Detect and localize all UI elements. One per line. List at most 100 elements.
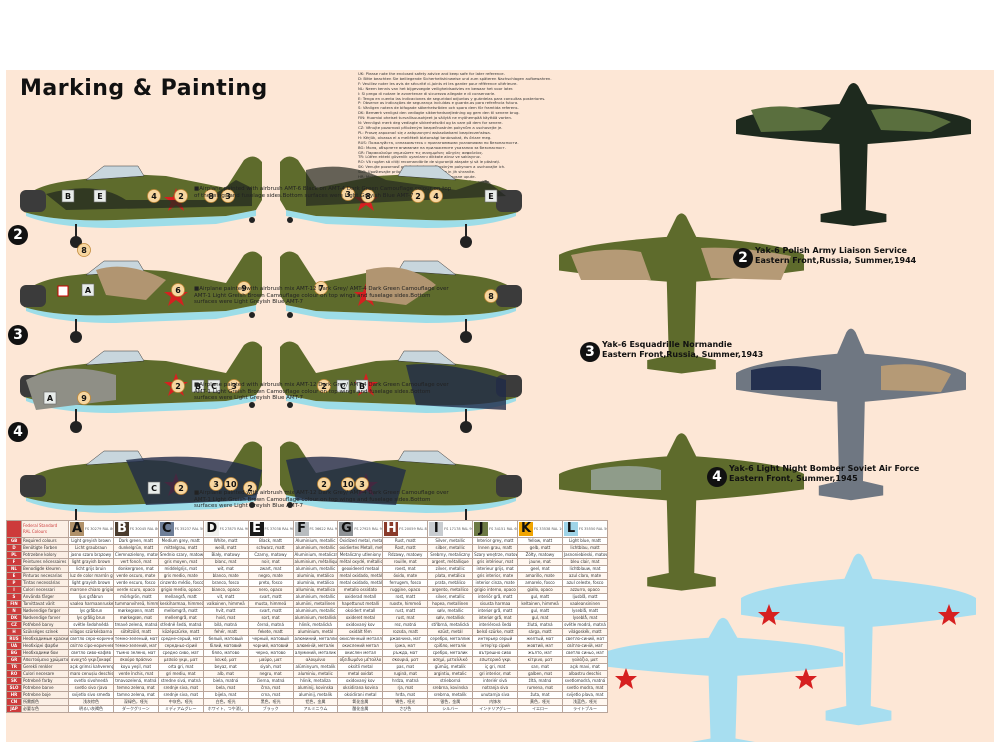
callout-marker (484, 289, 498, 303)
colour-code-tag: FS 30045 RAL 8019 (129, 527, 158, 531)
colour-name-cell: Aluminium, metaliczny (292, 551, 339, 559)
colour-name-cell: geel, mat (517, 565, 563, 573)
colour-letter: A (70, 521, 84, 536)
colour-code-tag: FS 37038 RAL 9005 (264, 527, 293, 531)
colour-name-cell: gul, mat (517, 614, 563, 622)
colour-name-cell: вътрешно сиво (472, 649, 519, 657)
language-code: PL (6, 551, 22, 559)
colour-name-cell: mörkgrön, matt (112, 593, 159, 601)
colour-column-f: FFS 36622 RAL 9006 (292, 520, 339, 538)
colour-name-cell: Dark green, matt (112, 537, 159, 545)
profile-caption-3: ■Airplane painted with airbrush mix AMT-… (194, 382, 449, 401)
colour-name-cell: hopea, metallinen (427, 600, 474, 608)
colour-name-cell: fehér, matt (202, 628, 249, 636)
colour-name-cell: シルバー (427, 705, 474, 713)
callout-marker (147, 481, 161, 495)
colour-name-cell: 黄色，哑光 (517, 698, 563, 706)
row-label: Необходими бои (21, 649, 69, 657)
callout-label: C (211, 382, 217, 391)
colour-name-cell: mørkegrønn, matt (112, 607, 159, 615)
colour-name-cell: preto, fosco (247, 579, 294, 587)
colour-name-cell: 铝色，金属 (292, 698, 339, 706)
colour-name-cell: luz de color marrón grisáceo (68, 572, 114, 580)
colour-name-cell: インテリアグレー (472, 705, 519, 713)
colour-name-cell: srebrna, metalik (427, 691, 474, 699)
row-label: Pinturas necesarias (21, 572, 69, 580)
colour-name-cell: oksidert metall (337, 607, 384, 615)
plan-3-normandie (736, 328, 966, 501)
callout-marker (61, 189, 75, 203)
note-line: TR: Lütfen ekteki güvenlik uyarılarını d… (358, 155, 481, 160)
colour-name-cell: черный, матовый (247, 635, 294, 643)
colour-name-cell: bijela, mat (202, 691, 249, 699)
callout-marker (209, 477, 223, 491)
colour-name-cell: 黑色，哑光 (247, 698, 294, 706)
plan-number-3: 3 (580, 342, 600, 362)
colour-name-cell: černá, matná (247, 621, 294, 629)
colour-name-cell: イエロー (517, 705, 563, 713)
colour-name-cell: Aluminium, metallic (292, 537, 339, 545)
row-label: Benötigte Farben (21, 544, 69, 552)
row-label: Необходимые краски (21, 635, 69, 643)
callout-marker (314, 281, 328, 295)
colour-name-cell: hvid, mat (202, 614, 249, 622)
plan-4-green (559, 433, 804, 591)
colour-name-cell: срібло, металік (427, 642, 474, 650)
colour-name-cell: negro, mate (247, 572, 294, 580)
colour-name-cell: jaune, mat (517, 558, 563, 566)
colour-name-cell: stredne sivá, matná (157, 677, 204, 685)
colour-code-tag: FS 35237 RAL 5014 (174, 527, 203, 531)
colour-name-cell: ホワイト、つや消し (202, 705, 249, 713)
colour-name-cell: interieur grijs, mat (472, 565, 519, 573)
language-code: SLO (6, 684, 22, 692)
colour-name-cell: vit, matt (202, 593, 249, 601)
colour-name-cell: 锈色，哑光 (382, 698, 429, 706)
colour-name-cell: oxidovaný kov (337, 621, 384, 629)
row-label: Potrebné farby (21, 677, 69, 685)
colour-name-cell: aluminij, kovinska (292, 684, 339, 692)
colour-name-cell: cinzento médio, fosco (157, 579, 204, 587)
colour-name-cell: 深绿色，哑光 (112, 698, 159, 706)
colour-name-cell: rja, mat (382, 684, 429, 692)
callout-label: 2 (321, 382, 327, 391)
colour-table-corner: Federal Standard RAL Colours (21, 520, 69, 538)
colour-name-cell: Interior grey, matt (472, 537, 519, 545)
row-label: Använda färger (21, 593, 69, 601)
callout-label: A (85, 286, 92, 295)
colour-name-cell: light grayish brown (68, 579, 114, 587)
colour-name-cell: sötétzöld, matt (112, 628, 159, 636)
colour-name-cell: желтый, мат (517, 635, 563, 643)
colour-name-cell: wit, mat (202, 565, 249, 573)
colour-name-cell: Średnio szary, matowy (157, 551, 204, 559)
profile-caption-4: ■Airplane painted with airbrush mix AMT-… (194, 490, 449, 509)
colour-name-cell: ブラック (247, 705, 294, 713)
colour-name-cell: Rust, matt (382, 537, 429, 545)
colour-name-cell: ασημί, μεταλλικό (427, 656, 474, 664)
colour-name-cell: gümüş, metalik (427, 663, 474, 671)
colour-name-cell: темно-зеленый, мат (112, 635, 159, 643)
colour-name-cell: verde escuro, fosco (112, 579, 159, 587)
callout-marker (341, 187, 355, 201)
row-label: Benodigde kleuren (21, 565, 69, 573)
colour-name-cell: σκουριά, ματ (382, 656, 429, 664)
colour-name-cell: nero, opaco (247, 586, 294, 594)
language-code: N (6, 607, 22, 615)
callout-marker (77, 391, 91, 405)
callout-marker (355, 379, 369, 393)
colour-letter: L (563, 522, 578, 536)
colour-code-tag: FS 34151 RAL 6011 (489, 527, 517, 531)
colour-name-cell: 浅灰棕色 (68, 698, 114, 706)
colour-name-cell: sárga, matt (517, 628, 563, 636)
colour-name-cell: bela, mat (202, 684, 249, 692)
colour-name-cell: 明るい灰褐色 (68, 705, 114, 713)
colour-name-cell: svijetlo plava, mat (561, 691, 609, 699)
colour-name-cell: Innen grau, matt (472, 544, 519, 552)
colour-name-cell: jasno szaro brązowy (68, 551, 114, 559)
